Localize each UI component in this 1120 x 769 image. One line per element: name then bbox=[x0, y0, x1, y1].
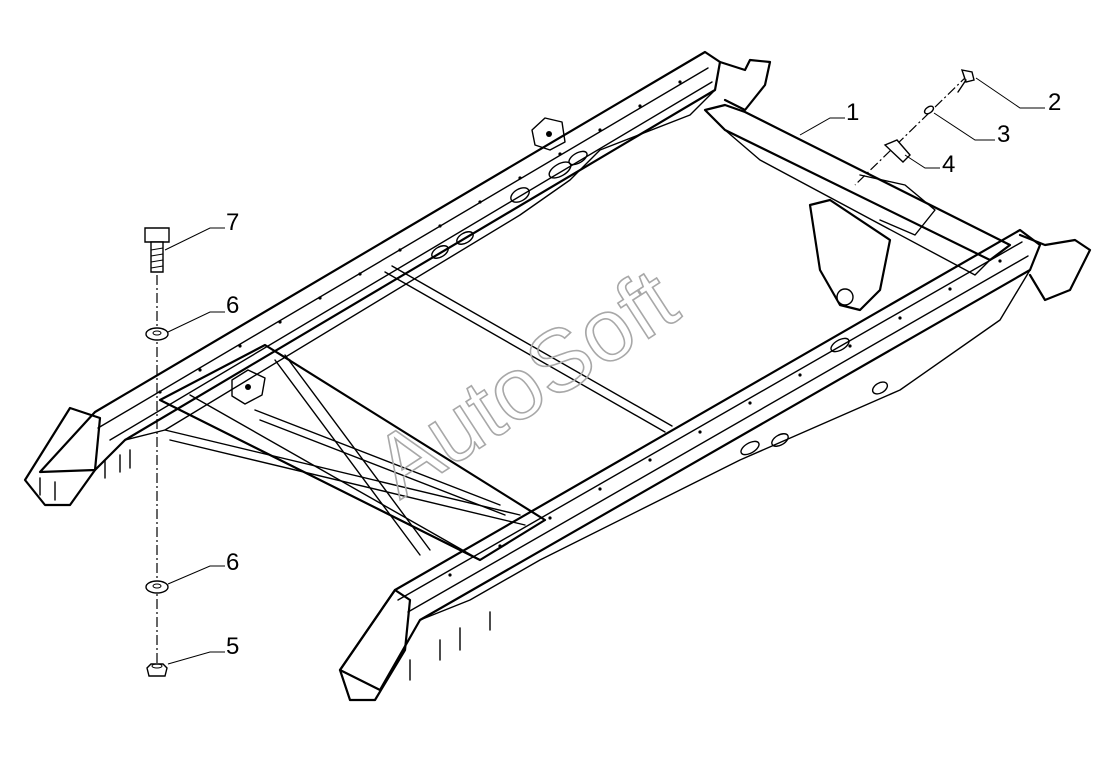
rear-hanger bbox=[808, 198, 892, 312]
callout-leaders bbox=[164, 77, 1045, 665]
callout-6-upper: 6 bbox=[226, 292, 239, 319]
callout-7: 7 bbox=[226, 209, 239, 236]
rear-cross-member bbox=[703, 103, 1012, 262]
x-brace-c bbox=[254, 409, 506, 516]
fastener-stack-right bbox=[854, 69, 975, 186]
chassis-frame bbox=[23, 50, 1092, 702]
bracket-4 bbox=[883, 139, 911, 163]
washer-6-upper bbox=[145, 327, 169, 341]
rear-mount-pad bbox=[531, 117, 566, 151]
callout-2: 2 bbox=[1048, 89, 1061, 116]
x-brace-a bbox=[164, 429, 526, 526]
callout-6-lower: 6 bbox=[226, 549, 239, 576]
bolt-7 bbox=[144, 227, 170, 273]
right-front-bracket bbox=[338, 588, 412, 702]
right-rail-top bbox=[338, 228, 1042, 692]
right-rail-inner bbox=[397, 241, 1029, 613]
mid-cross-tube bbox=[384, 265, 673, 433]
callout-1: 1 bbox=[846, 99, 859, 126]
rail-holes bbox=[158, 80, 1002, 577]
fastener-stack-left bbox=[144, 227, 170, 677]
rear-hanger-plate bbox=[859, 174, 936, 236]
washer-3 bbox=[923, 105, 935, 115]
front-cross-member bbox=[158, 343, 547, 562]
washer-6-lower bbox=[145, 580, 169, 594]
left-front-bracket bbox=[23, 406, 102, 507]
bolt-2 bbox=[957, 69, 975, 93]
nut-5 bbox=[146, 663, 168, 677]
callout-5: 5 bbox=[226, 633, 239, 660]
front-mount-pad bbox=[231, 369, 266, 405]
left-rail-top bbox=[38, 50, 722, 474]
right-rail-web bbox=[419, 269, 1031, 621]
watermark-text: AutoSoft bbox=[356, 249, 693, 516]
rear-left-bracket bbox=[718, 58, 772, 112]
x-brace-b bbox=[274, 354, 431, 556]
rear-right-bracket bbox=[1018, 233, 1092, 302]
callout-3: 3 bbox=[997, 121, 1010, 148]
assembly-axis-line-right bbox=[854, 74, 969, 186]
callout-labels: 1 2 3 4 5 6 6 7 bbox=[226, 89, 1061, 660]
left-rail-inner bbox=[97, 67, 713, 441]
callout-4: 4 bbox=[942, 151, 955, 178]
